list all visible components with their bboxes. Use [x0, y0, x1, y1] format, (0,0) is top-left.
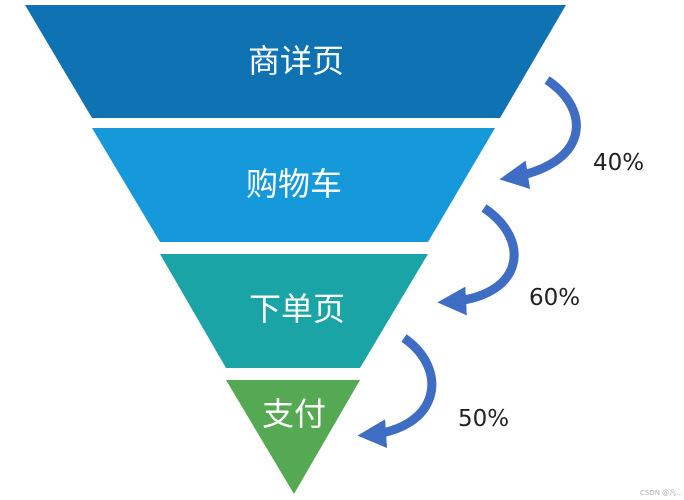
conversion-rate-label: 40%	[593, 150, 644, 176]
conversion-arrow	[357, 334, 437, 448]
watermark: CSDN @凡...	[640, 489, 683, 497]
conversion-arrow	[499, 76, 581, 190]
funnel-stage-cart	[92, 128, 495, 242]
conversion-rate-label: 50%	[458, 406, 509, 432]
funnel-stage-product-detail	[25, 5, 566, 118]
conversion-rate-label: 60%	[529, 285, 580, 311]
funnel-stage-label: 下单页	[249, 290, 345, 328]
funnel-stage-payment	[226, 380, 360, 494]
funnel-stage-label: 支付	[262, 395, 326, 433]
funnel-stage-order	[160, 254, 428, 368]
funnel-stage-label: 购物车	[246, 165, 342, 203]
funnel-stage-label: 商详页	[248, 42, 344, 80]
conversion-arrow	[437, 204, 519, 316]
